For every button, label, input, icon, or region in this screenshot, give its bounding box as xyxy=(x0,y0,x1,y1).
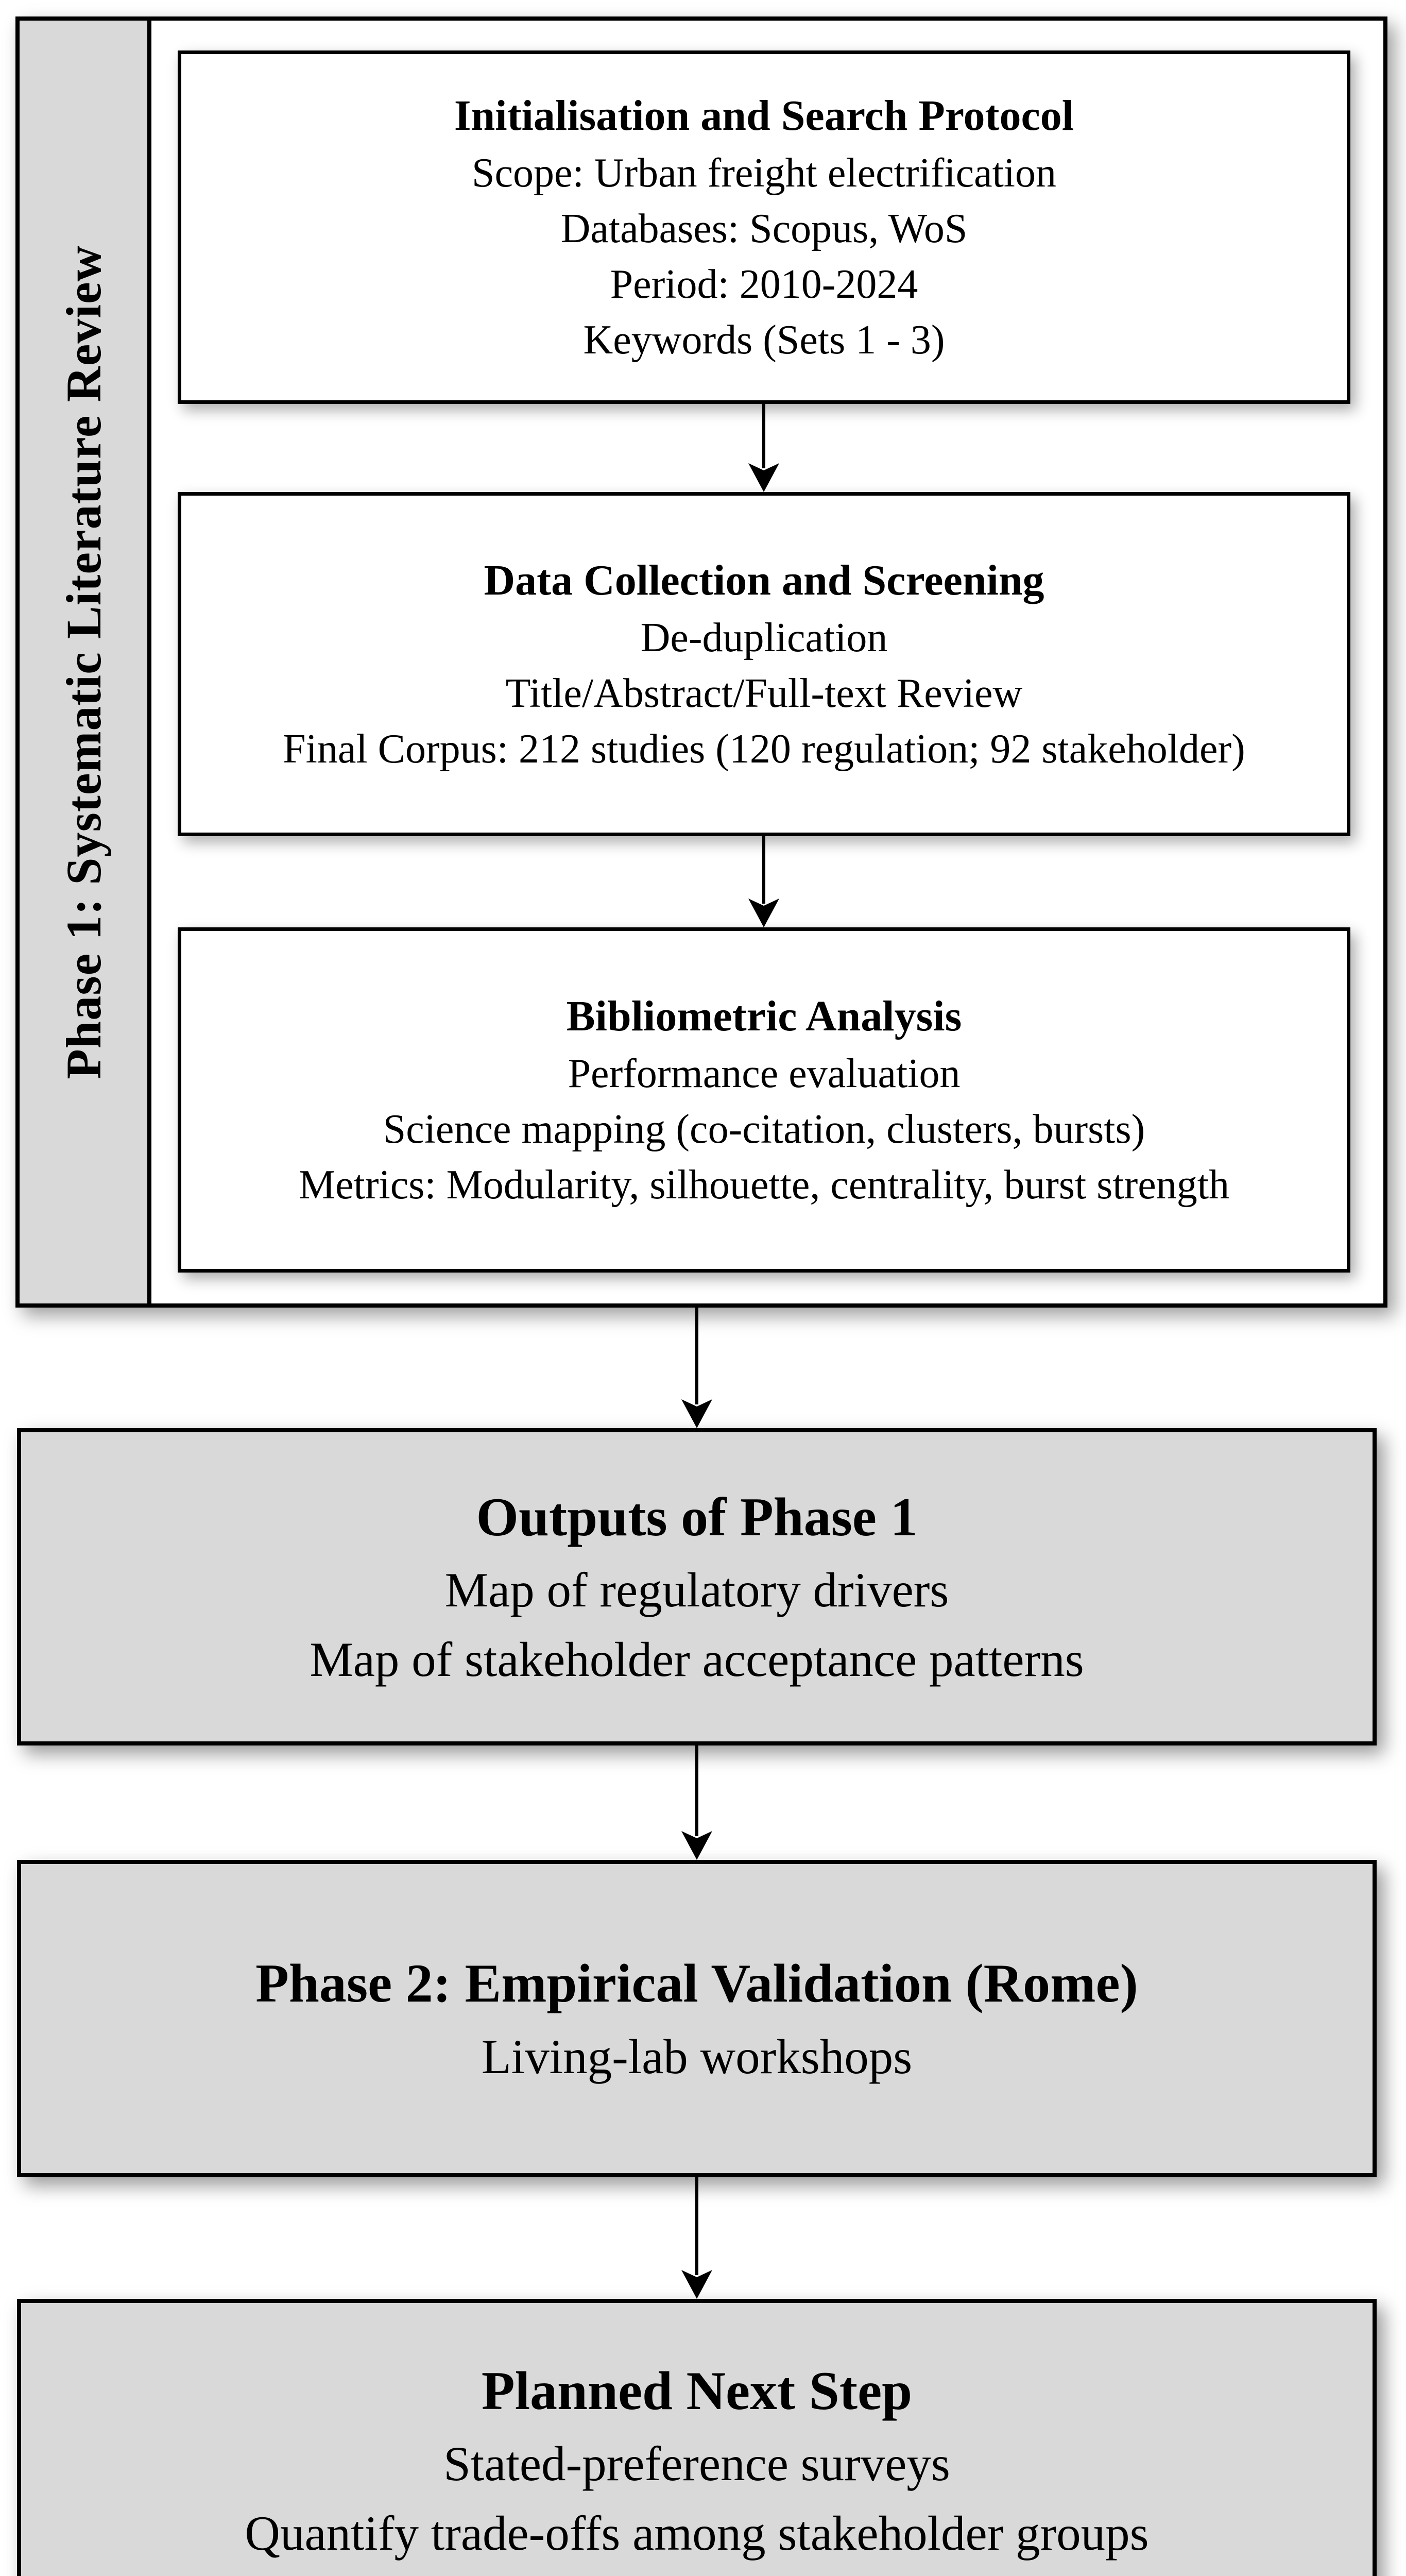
box-line: Scope: Urban freight electrification xyxy=(471,150,1057,196)
box-title: Bibliometric Analysis xyxy=(566,992,962,1041)
box-line: Quantify trade-offs among stakeholder gr… xyxy=(245,2506,1149,2561)
box-line: Map of stakeholder acceptance patterns xyxy=(310,1632,1084,1687)
box-line: Living-lab workshops xyxy=(481,2029,913,2084)
box-line: Keywords (Sets 1 - 3) xyxy=(583,317,945,363)
box-line: Stated-preference surveys xyxy=(443,2436,950,2492)
flow-box-data-collection: Data Collection and Screening De-duplica… xyxy=(178,492,1350,836)
box-line: Final Corpus: 212 studies (120 regulatio… xyxy=(283,726,1245,772)
flow-box-planned-next-step: Planned Next Step Stated-preference surv… xyxy=(17,2299,1377,2576)
box-title: Data Collection and Screening xyxy=(484,556,1044,605)
flow-box-initialisation: Initialisation and Search Protocol Scope… xyxy=(178,50,1350,404)
flow-box-bibliometric: Bibliometric Analysis Performance evalua… xyxy=(178,927,1350,1273)
box-line: Period: 2010-2024 xyxy=(610,261,918,307)
flow-box-phase2-validation: Phase 2: Empirical Validation (Rome) Liv… xyxy=(17,1860,1377,2177)
phase1-sidebar: Phase 1: Systematic Literature Review xyxy=(20,21,151,1303)
box-title: Outputs of Phase 1 xyxy=(476,1486,918,1547)
flow-arrow xyxy=(681,2177,712,2299)
box-line: Databases: Scopus, WoS xyxy=(560,206,968,251)
box-title: Phase 2: Empirical Validation (Rome) xyxy=(255,1953,1138,2014)
phase1-container-box: Phase 1: Systematic Literature Review In… xyxy=(15,16,1387,1308)
box-line: De-duplication xyxy=(640,615,888,660)
box-line: Science mapping (co-citation, clusters, … xyxy=(383,1106,1145,1152)
flow-arrow xyxy=(748,404,779,492)
box-line: Metrics: Modularity, silhouette, central… xyxy=(298,1162,1230,1208)
box-line: Title/Abstract/Full-text Review xyxy=(505,670,1023,716)
flow-arrow xyxy=(748,836,779,927)
box-line: Performance evaluation xyxy=(568,1050,961,1096)
box-title: Planned Next Step xyxy=(481,2360,913,2421)
flow-arrow xyxy=(681,1745,712,1860)
phase1-label: Phase 1: Systematic Literature Review xyxy=(56,245,111,1079)
flow-box-outputs-phase1: Outputs of Phase 1 Map of regulatory dri… xyxy=(17,1428,1377,1745)
box-line: Map of regulatory drivers xyxy=(444,1563,949,1618)
box-title: Initialisation and Search Protocol xyxy=(454,92,1074,140)
flow-arrow xyxy=(681,1308,712,1428)
